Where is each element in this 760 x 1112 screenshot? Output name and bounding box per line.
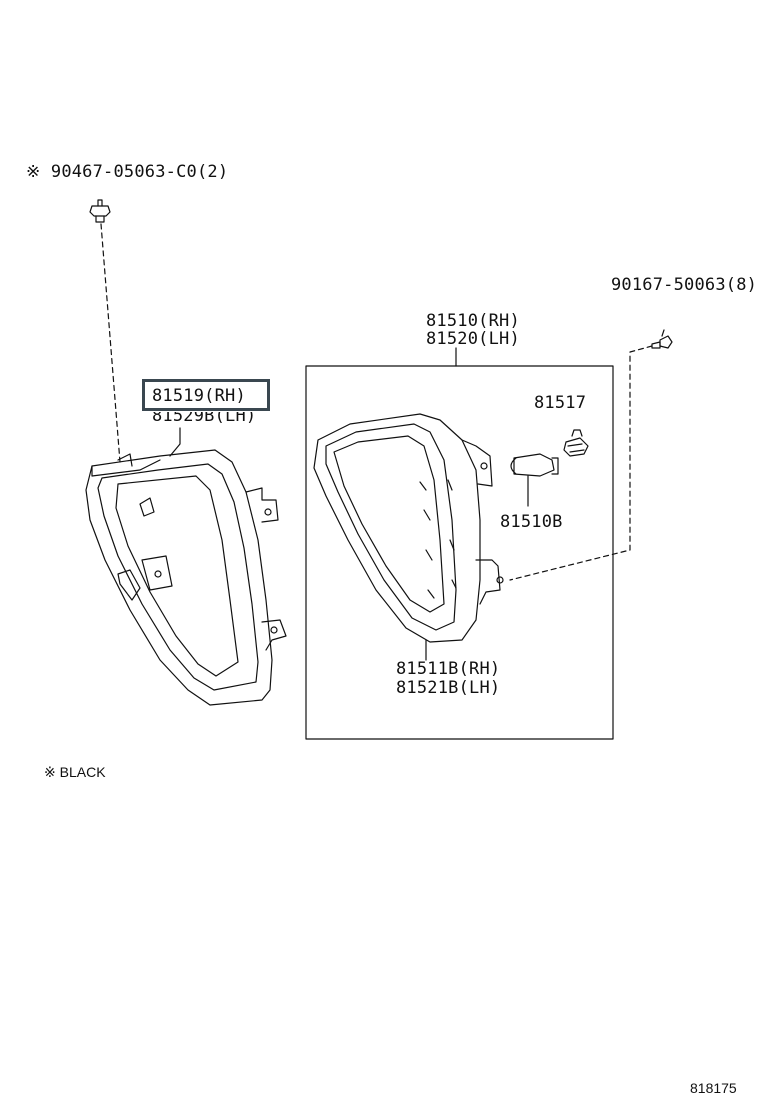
bulb-icon [510, 453, 559, 477]
screw-leader-line [509, 345, 653, 581]
socket-icon [563, 429, 589, 457]
highlight-box [142, 379, 270, 411]
note-label: ※ BLACK [44, 764, 106, 780]
clip-leader-line [100, 223, 121, 463]
screw-icon [651, 329, 673, 349]
screw-part-label[interactable]: 90167-50063(8) [611, 275, 758, 295]
bezel-lh-label[interactable]: 81529B(LH) [152, 406, 257, 426]
diagram-id-label: 818175 [690, 1080, 737, 1096]
assembly-box [305, 365, 614, 740]
socket-label[interactable]: 81517 [534, 393, 587, 413]
bezel-rh-label[interactable]: 81519(RH) [152, 386, 246, 406]
lamp-housing-icon [313, 413, 504, 643]
lens-rh-label[interactable]: 81511B(RH) [396, 659, 501, 679]
lamp-lh-label[interactable]: 81520(LH) [426, 329, 520, 349]
clip-icon [89, 199, 111, 223]
bezel-part-icon [85, 449, 287, 706]
lens-lh-label[interactable]: 81521B(LH) [396, 678, 501, 698]
clip-part-label[interactable]: ※ 90467-05063-C0(2) [26, 162, 229, 182]
bezel-leader [169, 427, 181, 457]
bulb-label[interactable]: 81510B [500, 512, 563, 532]
lamp-rh-label[interactable]: 81510(RH) [426, 311, 520, 331]
